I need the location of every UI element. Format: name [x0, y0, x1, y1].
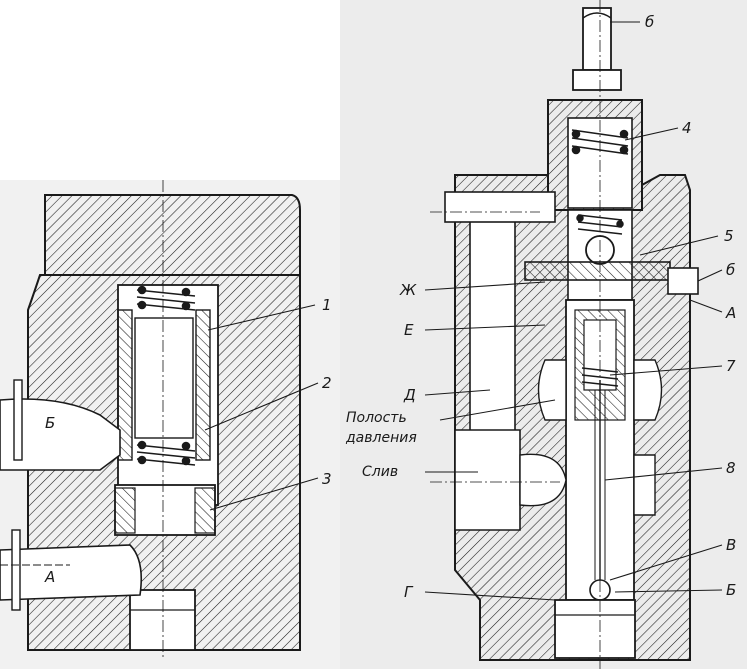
left-spring-top: [136, 285, 196, 311]
label-pressure-line2: давления: [345, 430, 417, 446]
left-bottom-plug: [129, 589, 196, 651]
label-part-3: 3: [322, 470, 332, 488]
label-a-right: А: [725, 304, 736, 322]
label-channel-b-left: Б: [45, 414, 55, 432]
right-drain-channel: [454, 429, 521, 531]
label-d: Д: [403, 386, 416, 404]
label-e: Е: [404, 321, 414, 339]
label-pressure-line1: Полость: [346, 410, 407, 426]
left-plunger: [134, 317, 194, 439]
left-channel-a: [0, 544, 143, 601]
label-v: В: [726, 536, 736, 554]
right-valve-view: б 4 5 б Ж А Е 7 Д Полость давления Слив …: [345, 0, 736, 669]
label-part-1: 1: [322, 296, 332, 314]
left-seat-wall: [114, 487, 136, 534]
label-part-8: 8: [726, 459, 736, 477]
left-channel-b: [0, 398, 121, 471]
label-zh: Ж: [399, 281, 417, 299]
label-channel-a-left: А: [44, 568, 55, 586]
left-sleeve-wall-r: [195, 309, 211, 461]
right-lock-nut: [572, 69, 622, 91]
left-valve-view: 1 2 3 Б А: [0, 180, 332, 660]
left-sleeve-wall-l: [117, 309, 133, 461]
left-spring-bottom: [136, 440, 196, 466]
left-body-top: [44, 194, 301, 276]
label-part-4: 4: [682, 119, 692, 137]
label-part-2: 2: [322, 374, 332, 392]
label-b-top: б: [645, 13, 654, 31]
label-b-side: б: [726, 261, 735, 279]
label-g: Г: [404, 583, 414, 601]
label-b-bottom: Б: [726, 581, 736, 599]
label-part-7: 7: [726, 357, 736, 375]
right-pressure-pocket: [537, 359, 567, 421]
left-seat-wall-r: [194, 487, 216, 534]
right-bottom-plug: [554, 599, 636, 659]
label-drain: Слив: [362, 464, 398, 480]
label-part-5: 5: [724, 227, 734, 245]
right-adjust-screw: [582, 7, 612, 71]
